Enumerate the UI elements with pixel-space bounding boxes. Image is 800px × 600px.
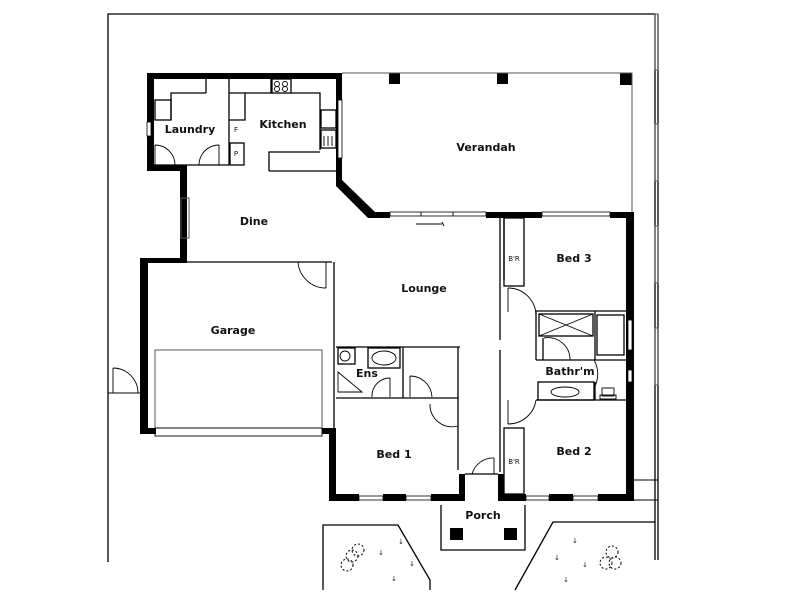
room-label-garage: Garage [211, 324, 256, 337]
svg-text:↓: ↓ [572, 537, 578, 545]
room-label-porch: Porch [465, 509, 500, 522]
room-label-bathroom: Bathr'm [545, 365, 594, 378]
property-boundary [107, 13, 659, 562]
room-label-kitchen: Kitchen [259, 118, 306, 131]
fridge-label: F [234, 126, 238, 134]
svg-text:↓: ↓ [563, 576, 569, 584]
room-label-lounge: Lounge [401, 282, 447, 295]
interior-walls [154, 78, 626, 551]
room-label-bed2: Bed 2 [556, 445, 591, 458]
svg-text:↓: ↓ [391, 575, 397, 583]
svg-text:↓: ↓ [378, 549, 384, 557]
room-label-dine: Dine [240, 215, 268, 228]
room-label-ens: Ens [356, 367, 378, 380]
pantry-label: P [234, 150, 238, 158]
room-label-verandah: Verandah [456, 141, 515, 154]
bir-label-bed2: B'R [508, 458, 520, 466]
windows [146, 99, 633, 501]
room-label-bed3: Bed 3 [556, 252, 591, 265]
svg-text:↓: ↓ [409, 560, 415, 568]
garden-beds: ↓ ↓ ↓ ↓ ↓ ↓ ↓ ↓ [322, 521, 655, 591]
room-labels: Laundry Kitchen Verandah Dine Lounge Gar… [165, 118, 595, 522]
svg-text:↓: ↓ [398, 538, 404, 546]
svg-text:↓: ↓ [554, 554, 560, 562]
side-gate [108, 367, 143, 394]
room-label-laundry: Laundry [165, 123, 216, 136]
room-label-bed1: Bed 1 [376, 448, 411, 461]
walls [140, 73, 634, 540]
bir-label-bed3: B'R [508, 255, 520, 263]
verandah-outline [342, 72, 633, 227]
svg-text:↓: ↓ [582, 561, 588, 569]
